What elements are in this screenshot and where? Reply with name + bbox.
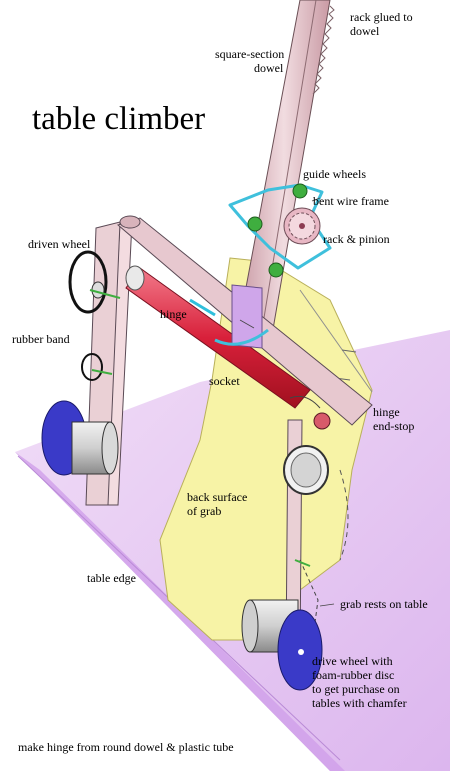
label-square-section-dowel: square-section dowel: [215, 47, 285, 75]
hinge-rod: [125, 265, 311, 409]
guide-wheel-left: [247, 216, 263, 232]
label-hinge: hinge: [160, 307, 187, 321]
rubber-band-wheel: [81, 353, 113, 381]
leader-lines: [239, 197, 335, 607]
label-guide-wheels: guide wheels: [303, 167, 366, 181]
diagram-title: table climber: [32, 101, 206, 137]
label-driven-wheel: driven wheel: [28, 237, 91, 251]
rack-teeth: [312, 5, 335, 95]
label-back-surface-of-grab: back surface of grab: [187, 490, 248, 518]
label-rack-and-pinion: rack & pinion: [323, 232, 390, 246]
guide-wheel-top: [292, 183, 308, 199]
label-bent-wire-frame: bent wire frame: [313, 194, 389, 208]
label-rack-glued-to-dowel: rack glued to dowel: [350, 10, 413, 38]
guide-wheel-bottom: [268, 262, 284, 278]
hinge-end-stop: [289, 395, 331, 430]
guide-wheels: [247, 183, 308, 278]
rear-drive-unit: [41, 400, 119, 476]
socket: [214, 284, 269, 349]
driven-wheel: [68, 250, 121, 314]
label-socket: socket: [209, 374, 240, 388]
front-gear-wheel: [283, 445, 329, 567]
label-grab-rests-on-table: grab rests on table: [340, 597, 428, 611]
label-rubber-band: rubber band: [12, 332, 70, 346]
pinion-gear: [283, 207, 321, 245]
label-hinge-end-stop: hinge end-stop: [373, 405, 415, 433]
bent-wire-frame: [228, 183, 332, 270]
footer-note: make hinge from round dowel & plastic tu…: [18, 740, 234, 754]
label-drive-wheel: drive wheel with foam-rubber disc to get…: [312, 654, 407, 710]
label-table-edge: table edge: [87, 571, 136, 585]
drive-wheel-unit: [241, 599, 323, 691]
